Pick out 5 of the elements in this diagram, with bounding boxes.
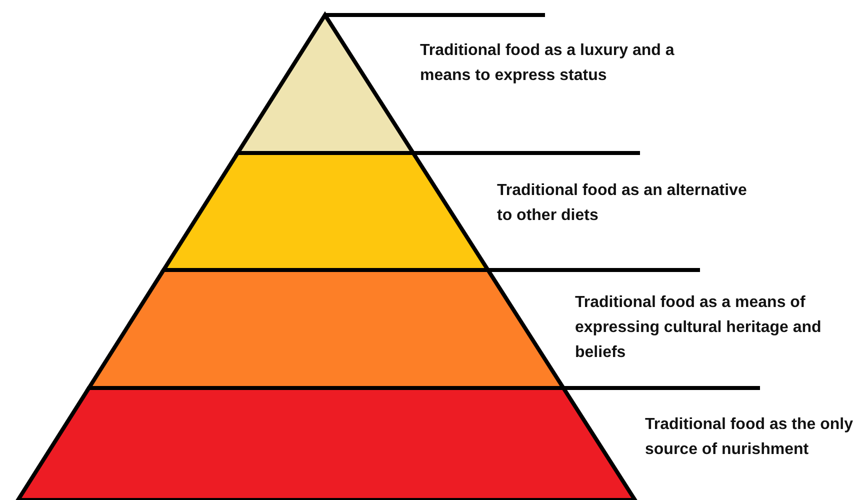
pyramid-tier	[14, 386, 639, 500]
tier-caption: Traditional food as a luxury and a means to express status	[420, 41, 676, 86]
tier-caption: Traditional food as a means of expressing cultural heritage and beliefs	[575, 293, 822, 363]
tier-caption: Traditional food as an alternative to other diets	[497, 181, 748, 226]
tier-caption: Traditional food as the only source of nurishment	[645, 415, 854, 460]
